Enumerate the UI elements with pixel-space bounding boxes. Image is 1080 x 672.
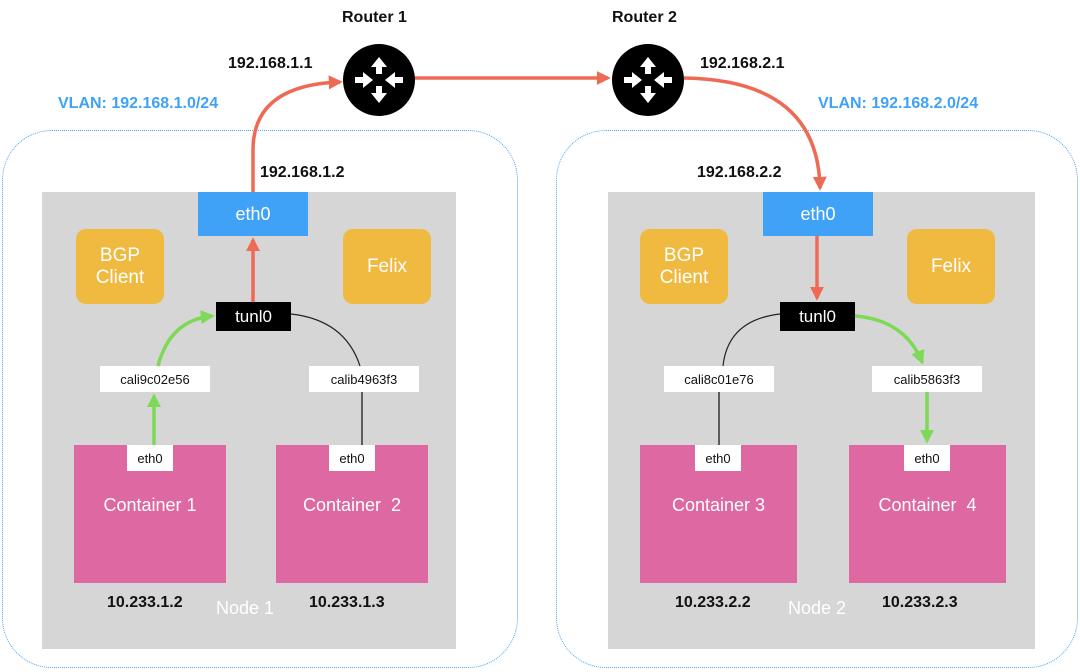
path-router2-to-host2 bbox=[683, 76, 827, 191]
router-arrows-icon bbox=[624, 57, 672, 103]
container-2[interactable]: eth0 Container 2 bbox=[276, 445, 428, 583]
container-4-eth0[interactable]: eth0 bbox=[904, 445, 950, 471]
router-arrows-icon bbox=[355, 57, 403, 103]
container-2-label: Container 2 bbox=[302, 495, 402, 515]
node-2-cali-interface-1[interactable]: cali8c01e76 bbox=[664, 366, 774, 392]
node-1-felix: Felix bbox=[343, 229, 431, 304]
path-cali-to-tunl0-node1 bbox=[156, 310, 215, 367]
node-2-cali-interface-2[interactable]: calib5863f3 bbox=[872, 366, 982, 392]
node-1-tunl0[interactable]: tunl0 bbox=[216, 302, 291, 331]
container-2-eth0[interactable]: eth0 bbox=[329, 445, 375, 471]
router-1-label: Router 1 bbox=[342, 9, 407, 26]
container-2-ip: 10.233.1.3 bbox=[309, 594, 385, 611]
container-4-label: Container 4 bbox=[878, 495, 977, 515]
host-1-ip: 192.168.1.2 bbox=[260, 164, 345, 181]
vlan-1-label: VLAN: 192.168.1.0/24 bbox=[58, 95, 219, 112]
node-2-tunl0[interactable]: tunl0 bbox=[780, 302, 855, 331]
node-1-label: Node 1 bbox=[216, 598, 275, 618]
link-tunl0-to-cali-node2 bbox=[722, 313, 781, 367]
path-tunl0-to-cali-node2 bbox=[854, 314, 925, 365]
path-host1-to-router1 bbox=[251, 75, 343, 192]
node-2-label: Node 2 bbox=[788, 598, 847, 618]
host-2-ip: 192.168.2.2 bbox=[697, 164, 782, 181]
container-1-eth0[interactable]: eth0 bbox=[127, 445, 173, 471]
container-4-ip: 10.233.2.3 bbox=[882, 594, 958, 611]
node-1-eth0[interactable]: eth0 bbox=[198, 192, 308, 236]
router-2-label: Router 2 bbox=[612, 9, 677, 26]
node-1-cali-interface-1[interactable]: cali9c02e56 bbox=[100, 366, 210, 392]
node-2-bgp-client: BGP Client bbox=[640, 229, 728, 304]
vlan-2-boundary bbox=[556, 130, 1078, 668]
router-1-icon[interactable] bbox=[343, 44, 415, 116]
router-1-ip: 192.168.1.1 bbox=[228, 55, 313, 72]
node-1-bgp-client: BGP Client bbox=[76, 229, 164, 304]
vlan-1-boundary bbox=[2, 130, 518, 668]
node-1-bgp-client-label: BGP Client bbox=[95, 244, 145, 288]
container-1-ip: 10.233.1.2 bbox=[107, 594, 183, 611]
node-2-felix: Felix bbox=[907, 229, 995, 304]
node-1-cali-interface-2[interactable]: calib4963f3 bbox=[309, 366, 419, 392]
container-3-ip: 10.233.2.2 bbox=[675, 594, 751, 611]
link-tunl0-to-cali-node1 bbox=[290, 313, 361, 367]
container-3-eth0[interactable]: eth0 bbox=[695, 445, 741, 471]
container-3[interactable]: eth0 Container 3 bbox=[640, 445, 797, 583]
container-3-label: Container 3 bbox=[671, 495, 766, 515]
router-2-icon[interactable] bbox=[612, 44, 684, 116]
container-4[interactable]: eth0 Container 4 bbox=[849, 445, 1006, 583]
node-2-eth0[interactable]: eth0 bbox=[763, 192, 873, 236]
container-1[interactable]: eth0 Container 1 bbox=[74, 445, 226, 583]
vlan-2-label: VLAN: 192.168.2.0/24 bbox=[818, 95, 979, 112]
node-2-bgp-client-label: BGP Client bbox=[659, 244, 709, 288]
container-1-label: Container 1 bbox=[103, 495, 197, 515]
router-2-ip: 192.168.2.1 bbox=[700, 55, 785, 72]
